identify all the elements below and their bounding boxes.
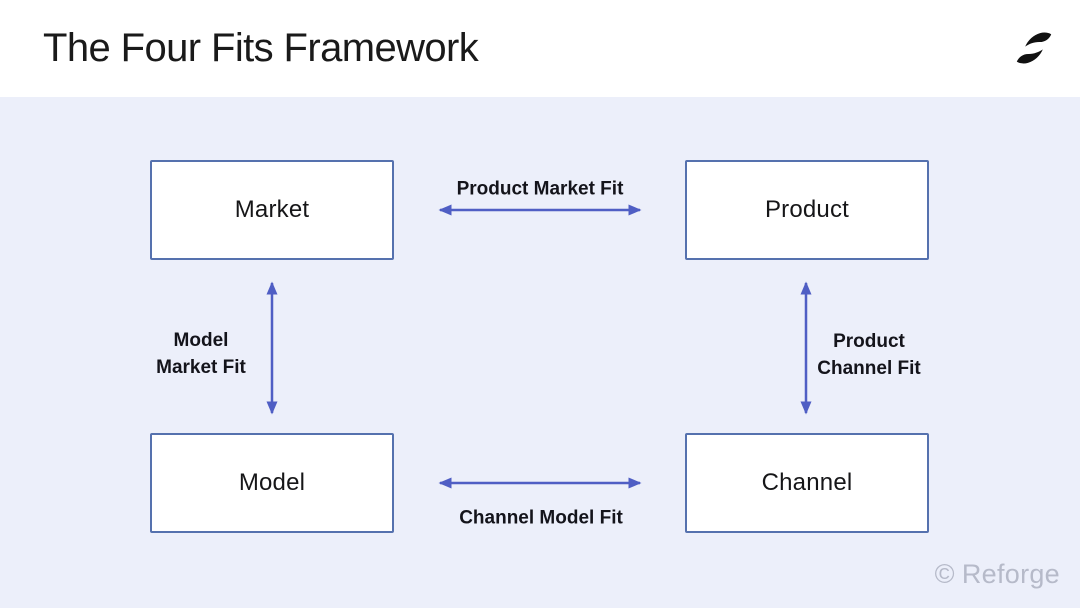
fit-label-model-market-line1: Model [173,330,229,351]
node-product-label: Product [764,196,850,223]
fit-label-model-market: Model Market Fit [156,327,246,381]
node-channel-label: Channel [761,469,853,496]
reforge-logo-icon [1014,24,1054,73]
fit-label-product-channel-line1: Product [833,331,905,352]
fit-label-product-market: Product Market Fit [456,178,624,200]
node-market-label: Market [234,196,310,223]
page-title: The Four Fits Framework [43,26,479,70]
fit-label-product-channel: Product Channel Fit [817,328,920,382]
node-model: Model [150,433,394,533]
fit-label-channel-model: Channel Model Fit [459,507,623,529]
header: The Four Fits Framework [0,0,1080,97]
fit-label-model-market-line2: Market Fit [156,357,246,378]
node-product: Product [685,160,929,260]
node-channel: Channel [685,433,929,533]
fit-label-product-channel-line2: Channel Fit [817,358,921,379]
watermark-brand: Reforge [961,559,1060,589]
node-model-label: Model [238,469,306,496]
copyright-icon: © [934,559,955,589]
watermark: © Reforge [935,559,1060,590]
node-market: Market [150,160,394,260]
